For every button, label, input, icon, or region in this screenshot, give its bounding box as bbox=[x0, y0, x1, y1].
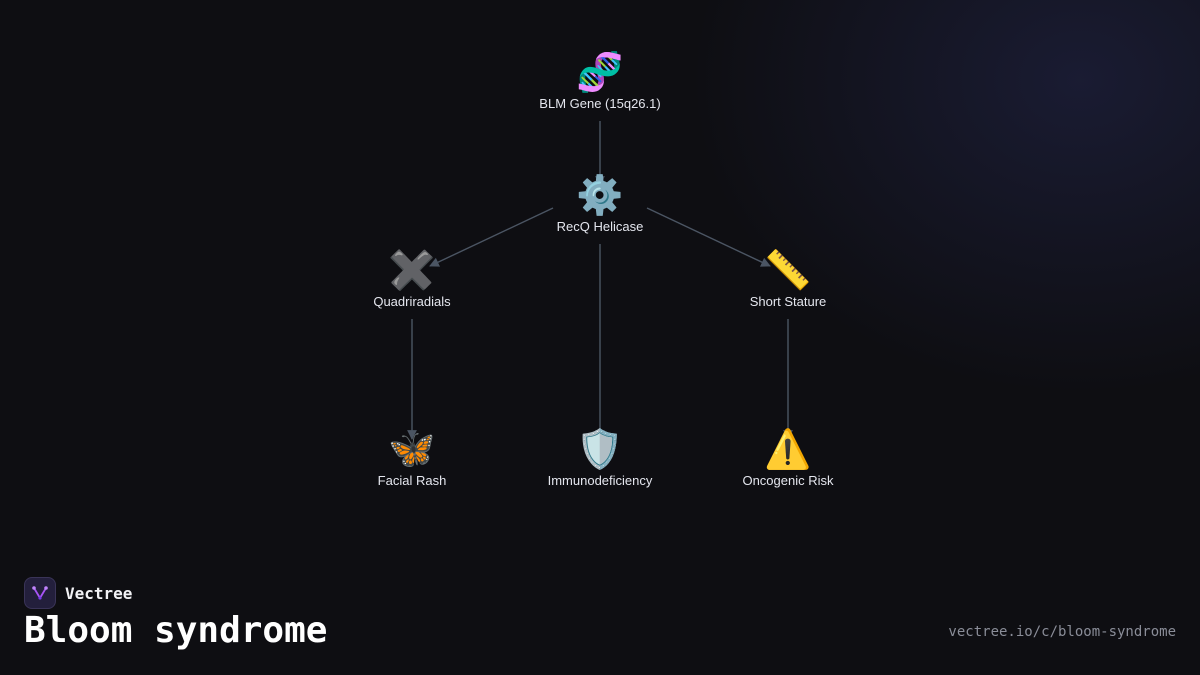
node-short-stature[interactable]: 📏 Short Stature bbox=[708, 248, 868, 309]
gear-icon: ⚙️ bbox=[576, 173, 624, 217]
node-label: Facial Rash bbox=[377, 473, 447, 488]
butterfly-icon: 🦋 bbox=[388, 427, 436, 471]
node-label: RecQ Helicase bbox=[556, 219, 644, 234]
brand[interactable]: Vectree bbox=[24, 577, 132, 609]
node-oncogenic-risk[interactable]: ⚠️ Oncogenic Risk bbox=[708, 427, 868, 488]
cross-mark-icon: ✖️ bbox=[388, 248, 436, 292]
shield-icon: 🛡️ bbox=[576, 427, 624, 471]
node-label: Short Stature bbox=[749, 294, 827, 309]
page-url[interactable]: vectree.io/c/bloom-syndrome bbox=[948, 624, 1176, 640]
node-label: Oncogenic Risk bbox=[742, 473, 834, 488]
ruler-icon: 📏 bbox=[764, 248, 812, 292]
node-quadriradials[interactable]: ✖️ Quadriradials bbox=[332, 248, 492, 309]
node-immunodeficiency[interactable]: 🛡️ Immunodeficiency bbox=[520, 427, 680, 488]
page-title: Bloom syndrome bbox=[24, 610, 328, 651]
node-label: Quadriradials bbox=[373, 294, 451, 309]
node-label: BLM Gene (15q26.1) bbox=[539, 96, 661, 111]
node-label: Immunodeficiency bbox=[547, 473, 653, 488]
warning-icon: ⚠️ bbox=[764, 427, 812, 471]
node-recq-helicase[interactable]: ⚙️ RecQ Helicase bbox=[520, 173, 680, 234]
edge-recq-helicase-to-short-stature bbox=[646, 207, 771, 267]
dna-icon: 🧬 bbox=[576, 50, 624, 94]
node-blm-gene[interactable]: 🧬 BLM Gene (15q26.1) bbox=[520, 50, 680, 111]
brand-name: Vectree bbox=[65, 583, 133, 603]
node-facial-rash[interactable]: 🦋 Facial Rash bbox=[332, 427, 492, 488]
edge-recq-helicase-to-quadriradials bbox=[429, 207, 554, 267]
vectree-logo-icon bbox=[24, 577, 56, 609]
